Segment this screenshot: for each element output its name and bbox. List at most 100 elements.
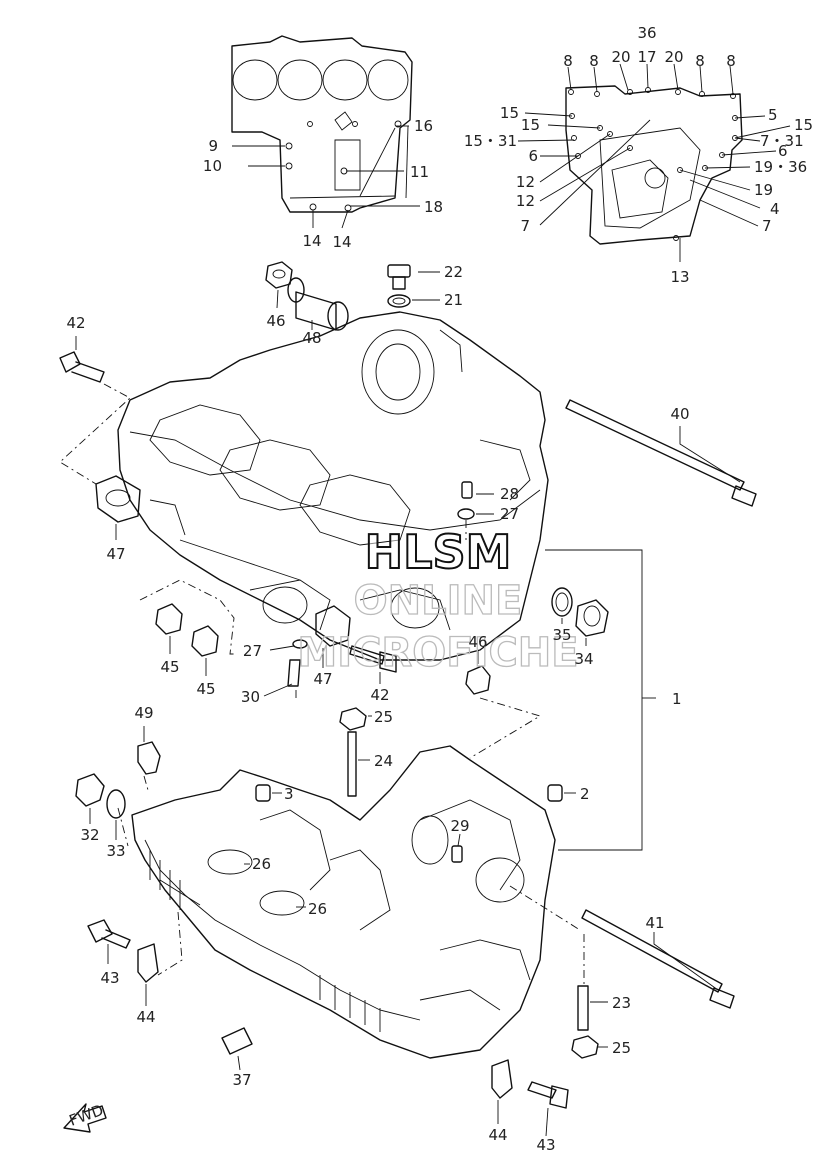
- callout-c28: 28: [500, 485, 519, 503]
- lower-case-bolt-inset: [565, 85, 743, 245]
- part-43-bolt-left: [87, 919, 131, 949]
- callout-c40: 40: [670, 405, 689, 423]
- callout-c26b: 26: [308, 900, 327, 918]
- callout-c30: 30: [241, 688, 260, 706]
- part-2-dowel: [547, 784, 563, 802]
- callout-c16: 16: [414, 117, 433, 135]
- upper-case-bolt-inset: [231, 35, 413, 213]
- watermark-line2: ONLINE: [354, 578, 523, 624]
- part-32-plug: [75, 773, 105, 807]
- callout-c35: 35: [552, 626, 571, 644]
- callout-c32: 32: [80, 826, 99, 844]
- callout-c46b: 46: [468, 633, 487, 651]
- watermark: HLSM ONLINE MICROFICHE: [297, 524, 580, 677]
- callout-c20b: 20: [664, 48, 683, 66]
- part-42-bolt-center: [349, 645, 397, 673]
- watermark-line3: MICROFICHE: [297, 630, 578, 676]
- callout-c44b: 44: [488, 1126, 507, 1144]
- part-37-filter: [221, 1027, 253, 1055]
- part-23-stud: [577, 985, 589, 1031]
- callout-c26a: 26: [252, 855, 271, 873]
- callout-c27a: 27: [500, 505, 519, 523]
- callout-c7a: 7: [520, 217, 530, 235]
- callout-c22: 22: [444, 263, 463, 281]
- part-25-nut-b: [571, 1035, 599, 1059]
- callout-c15_31: 15・31: [464, 132, 517, 150]
- callout-c13: 13: [670, 268, 689, 286]
- part-28-jet: [461, 481, 473, 499]
- callout-c27b: 27: [243, 642, 262, 660]
- callout-c24: 24: [374, 752, 393, 770]
- callout-c6b: 6: [778, 142, 788, 160]
- callout-c47b: 47: [313, 670, 332, 688]
- part-49-switch: [137, 741, 161, 775]
- callout-c14b: 14: [332, 233, 351, 251]
- callout-c6a: 6: [528, 147, 538, 165]
- callout-c2: 2: [580, 785, 590, 803]
- watermark-line1: HLSM: [365, 525, 512, 579]
- upper-crankcase: [117, 311, 549, 661]
- part-41-stud-long: [581, 909, 735, 1009]
- callout-c43b: 43: [536, 1136, 555, 1154]
- callout-c17: 17: [637, 48, 656, 66]
- callout-c9: 9: [208, 137, 218, 155]
- callout-c29: 29: [450, 817, 469, 835]
- callout-c15c: 15: [794, 116, 813, 134]
- part-46-nut-top: [265, 261, 293, 289]
- callout-c19_36: 19・36: [754, 158, 807, 176]
- callout-c7b: 7: [762, 217, 772, 235]
- part-46-nut-center: [465, 665, 491, 695]
- part-48-sleeve: [287, 277, 349, 331]
- callout-c47a: 47: [106, 545, 125, 563]
- callout-c25a: 25: [374, 708, 393, 726]
- callout-c36: 36: [637, 24, 656, 42]
- part-27-oring-center: [292, 639, 308, 649]
- callout-c15b: 15: [521, 116, 540, 134]
- callout-c4: 4: [770, 200, 780, 218]
- part-44-clamp-left: [137, 943, 159, 983]
- part-43-bolt-right: [527, 1081, 569, 1109]
- leader-lines: [59, 63, 791, 1137]
- part-34-plug: [575, 599, 609, 637]
- callout-c49: 49: [134, 704, 153, 722]
- fwd-label: FWD: [67, 1101, 106, 1130]
- callout-c8c: 8: [695, 52, 705, 70]
- callout-c12a: 12: [516, 173, 535, 191]
- part-21-washer: [387, 294, 411, 308]
- part-42-bolt-top-left: [59, 351, 105, 383]
- callout-c3: 3: [284, 785, 294, 803]
- callout-c8b: 8: [589, 52, 599, 70]
- callout-c44a: 44: [136, 1008, 155, 1026]
- callout-c5: 5: [768, 106, 778, 124]
- part-47-dowel-left: [95, 475, 141, 523]
- callout-c45b: 45: [196, 680, 215, 698]
- part-29-jet: [451, 845, 463, 863]
- callout-c1: 1: [672, 690, 682, 708]
- part-22-plug-bolt: [387, 264, 411, 290]
- callout-c48: 48: [302, 329, 321, 347]
- callout-c21: 21: [444, 291, 463, 309]
- callout-c10: 10: [203, 157, 222, 175]
- part-45-nut-b: [191, 625, 219, 657]
- part-35-gasket: [551, 587, 573, 617]
- callout-c43a: 43: [100, 969, 119, 987]
- callout-c41: 41: [645, 914, 664, 932]
- callout-c45a: 45: [160, 658, 179, 676]
- part-30-jet: [287, 659, 301, 687]
- callout-c37: 37: [232, 1071, 251, 1089]
- callout-c8a: 8: [563, 52, 573, 70]
- part-47-dowel-center: [315, 605, 351, 647]
- callout-c8d: 8: [726, 52, 736, 70]
- callout-c7_31: 7・31: [760, 132, 804, 150]
- part-3-dowel: [255, 784, 271, 802]
- callout-c25b: 25: [612, 1039, 631, 1057]
- part-44-clamp-right: [491, 1059, 513, 1099]
- part-24-stud: [347, 731, 357, 797]
- callout-c14a: 14: [302, 232, 321, 250]
- callout-c33: 33: [106, 842, 125, 860]
- callout-c11: 11: [410, 163, 429, 181]
- callout-c23: 23: [612, 994, 631, 1012]
- callout-c18: 18: [424, 198, 443, 216]
